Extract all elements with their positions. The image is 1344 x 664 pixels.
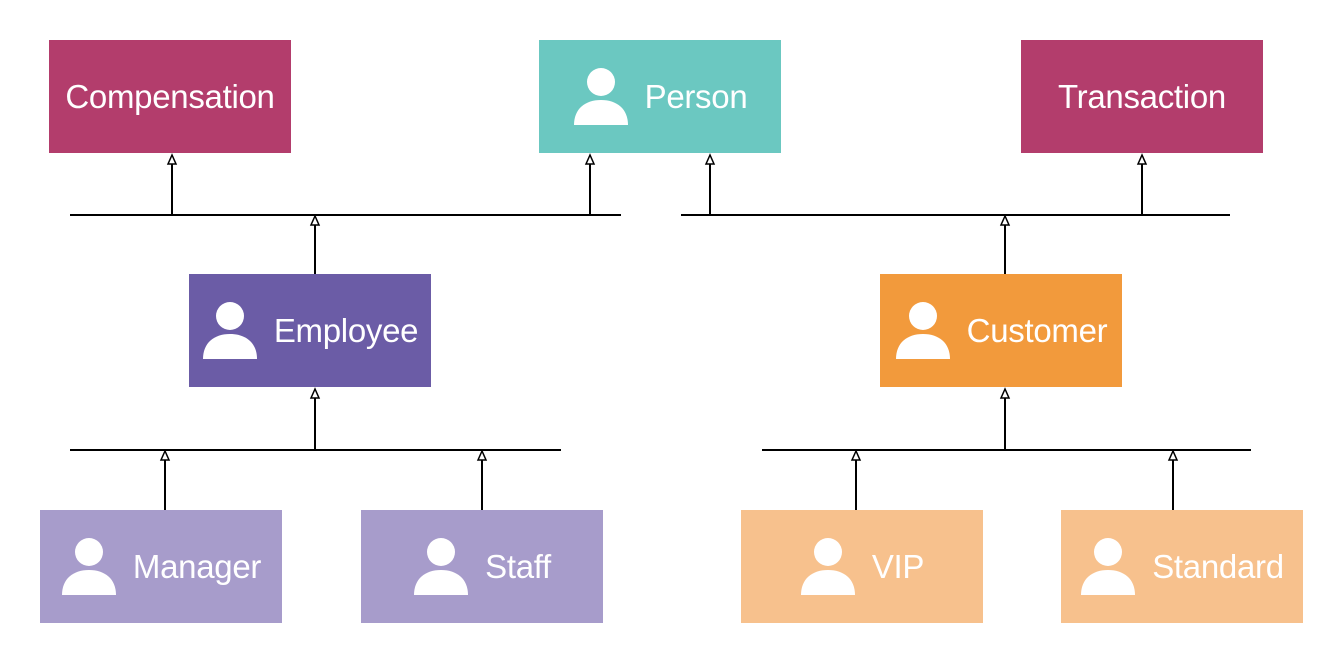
node-person: Person — [539, 40, 781, 153]
person-icon — [1080, 537, 1136, 597]
arrowhead-person-left — [584, 153, 596, 165]
node-employee: Employee — [189, 274, 431, 387]
node-transaction: Transaction — [1021, 40, 1263, 153]
arrowhead-manager-bus — [159, 449, 171, 461]
person-icon — [800, 537, 856, 597]
arrowhead-employee — [309, 387, 321, 399]
node-label: Employee — [273, 311, 419, 349]
node-label: Staff — [485, 547, 551, 585]
node-customer: Customer — [880, 274, 1122, 387]
node-label: Transaction — [1058, 77, 1226, 115]
node-label: Manager — [132, 547, 262, 585]
node-vip: VIP — [741, 510, 983, 623]
node-standard: Standard — [1061, 510, 1303, 623]
arrowhead-customer-bus — [999, 214, 1011, 226]
node-compensation: Compensation — [49, 40, 291, 153]
arrowhead-compensation — [166, 153, 178, 165]
person-icon — [413, 537, 469, 597]
arrowhead-person-right — [704, 153, 716, 165]
arrowhead-customer — [999, 387, 1011, 399]
arrowhead-vip-bus — [850, 449, 862, 461]
arrowhead-staff-bus — [476, 449, 488, 461]
node-label: Standard — [1152, 547, 1284, 585]
node-staff: Staff — [361, 510, 603, 623]
node-label: Customer — [966, 311, 1108, 349]
arrowhead-employee-bus — [309, 214, 321, 226]
node-manager: Manager — [40, 510, 282, 623]
person-icon — [202, 301, 258, 361]
node-label: VIP — [871, 547, 925, 585]
node-label: Compensation — [65, 77, 275, 115]
arrowhead-standard-bus — [1167, 449, 1179, 461]
arrowhead-transaction — [1136, 153, 1148, 165]
person-icon — [573, 67, 629, 127]
node-label: Person — [644, 77, 748, 115]
person-icon — [61, 537, 117, 597]
person-icon — [895, 301, 951, 361]
